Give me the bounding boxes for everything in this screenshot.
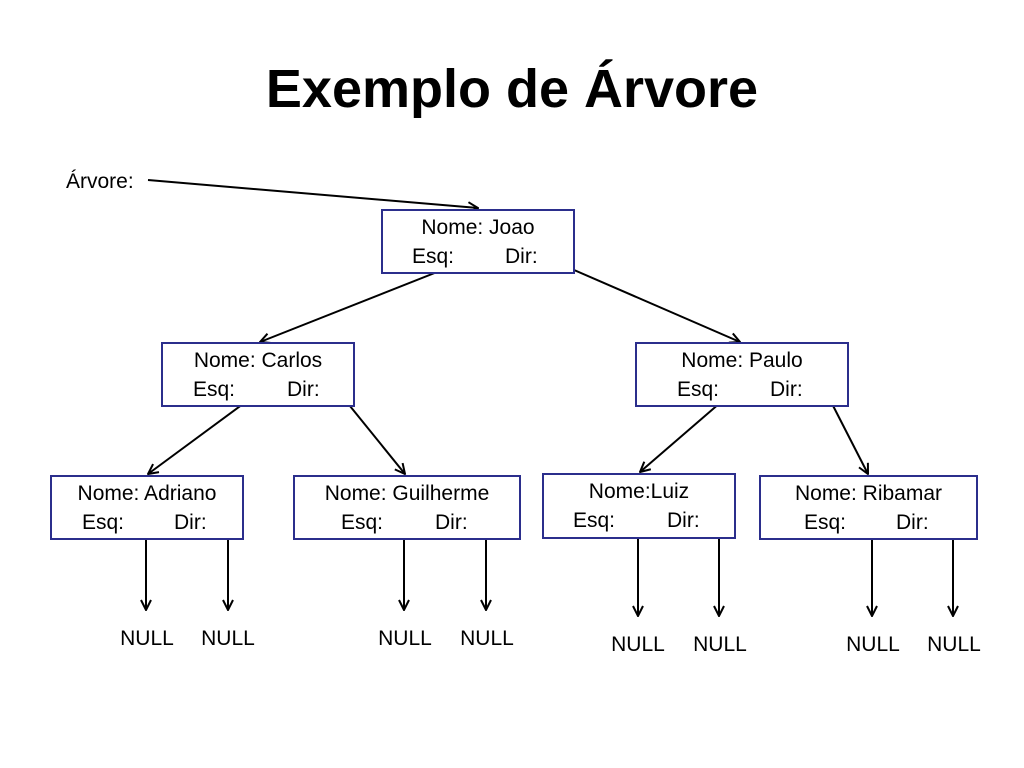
null-label: NULL	[120, 627, 174, 650]
node-joao: Nome: Joao Esq: Dir:	[381, 209, 575, 274]
node-dir-label: Dir:	[287, 378, 320, 401]
node-guilherme: Nome: Guilherme Esq: Dir:	[293, 475, 521, 540]
node-paulo: Nome: Paulo Esq: Dir:	[635, 342, 849, 407]
node-esq-label: Esq:	[412, 245, 455, 268]
node-dir-label: Dir:	[896, 511, 929, 534]
node-dir-label: Dir:	[435, 511, 468, 534]
node-name: Nome: Guilherme	[324, 482, 490, 505]
node-luiz: Nome:Luiz Esq: Dir:	[542, 473, 736, 539]
null-label: NULL	[693, 633, 747, 656]
node-esq-label: Esq:	[804, 511, 847, 534]
node-esq-label: Esq:	[573, 509, 616, 532]
node-esq-label: Esq:	[341, 511, 384, 534]
root-label: Árvore:	[66, 170, 134, 193]
node-adriano: Nome: Adriano Esq: Dir:	[50, 475, 244, 540]
node-dir-label: Dir:	[174, 511, 207, 534]
page-title: Exemplo de Árvore	[265, 59, 759, 119]
node-ribamar: Nome: Ribamar Esq: Dir:	[759, 475, 978, 540]
node-esq-label: Esq:	[82, 511, 125, 534]
node-name: Nome: Adriano	[77, 482, 217, 505]
null-label: NULL	[378, 627, 432, 650]
node-esq-label: Esq:	[193, 378, 236, 401]
null-label: NULL	[927, 633, 981, 656]
arrow-root-to-joao	[147, 179, 478, 208]
node-name: Nome: Carlos	[193, 349, 323, 372]
node-name: Nome:Luiz	[588, 480, 690, 503]
arrow-joao-right	[550, 259, 740, 342]
node-name: Nome: Ribamar	[794, 482, 943, 505]
null-label: NULL	[611, 633, 665, 656]
node-carlos: Nome: Carlos Esq: Dir:	[161, 342, 355, 407]
null-label: NULL	[460, 627, 514, 650]
node-esq-label: Esq:	[677, 378, 720, 401]
node-name: Nome: Paulo	[681, 349, 803, 372]
null-label: NULL	[846, 633, 900, 656]
node-dir-label: Dir:	[667, 509, 700, 532]
null-label: NULL	[201, 627, 255, 650]
node-dir-label: Dir:	[770, 378, 803, 401]
node-name: Nome: Joao	[421, 216, 535, 239]
node-dir-label: Dir:	[505, 245, 538, 268]
